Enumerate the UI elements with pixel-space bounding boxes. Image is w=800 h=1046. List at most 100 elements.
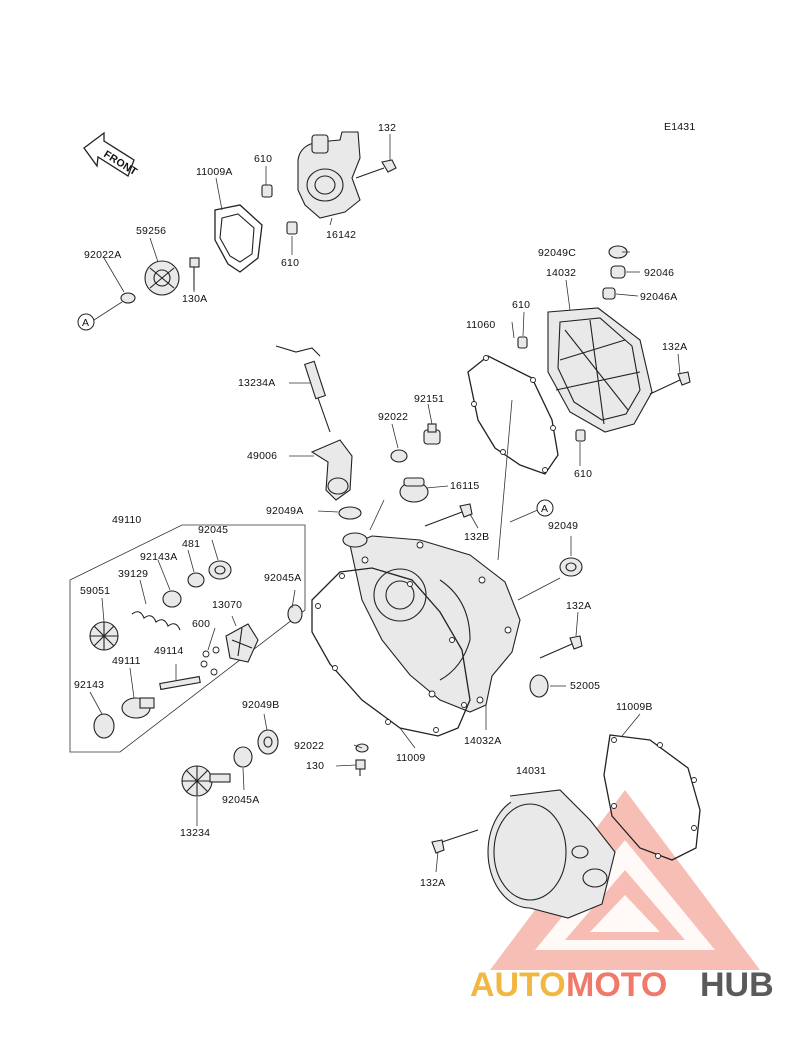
label-52005: 52005 (570, 680, 600, 692)
plug-52005 (529, 674, 549, 698)
label-132A: 132A (566, 600, 591, 612)
bolt-132A-mid (539, 635, 583, 659)
label-130A: 130A (182, 293, 207, 305)
hub-49111 (121, 697, 155, 719)
ref-marker-a-right: A (536, 499, 554, 517)
label-92046A: 92046A (640, 291, 677, 303)
dowel-610c (517, 336, 528, 349)
bolt-132 (355, 159, 397, 179)
label-610: 610 (512, 299, 530, 311)
bolt-132A-bot (431, 829, 479, 854)
water-pump-cover (297, 131, 361, 219)
cap-92046 (610, 265, 626, 279)
label-92049A: 92049A (266, 505, 303, 517)
ref-marker-a-left: A (77, 313, 95, 331)
label-16115: 16115 (450, 480, 479, 492)
gasket-11060 (467, 355, 559, 475)
oring-92049A (338, 506, 362, 520)
shaft-49114 (159, 675, 201, 691)
label-610: 610 (254, 153, 272, 165)
spring-39129 (131, 611, 181, 631)
group-49110 (69, 524, 306, 753)
label-11009B: 11009B (616, 701, 653, 713)
dowel-610a (261, 184, 273, 198)
label-16142: 16142 (326, 229, 356, 241)
label-481: 481 (182, 538, 200, 550)
leader-lines (89, 134, 681, 873)
gasket-11009A (214, 204, 263, 273)
front-arrow-icon: FRONT (83, 131, 140, 178)
bolt-132B (424, 503, 473, 527)
label-92049: 92049 (548, 520, 578, 532)
gasket-11009B (603, 734, 701, 861)
watermark-logo: AUTO MOTO HUB (470, 966, 774, 1004)
svg-text:A: A (541, 503, 548, 515)
bearing-92045 (208, 560, 232, 580)
cap-92046A (602, 287, 616, 300)
seal-92049B (257, 729, 279, 755)
label-92143: 92143 (74, 679, 104, 691)
washer-92022A (120, 292, 136, 304)
label-11009: 11009 (396, 752, 425, 764)
bolt-132A-top (649, 371, 691, 395)
gasket-11009 (311, 567, 471, 737)
bolt-130 (355, 759, 366, 776)
label-92022: 92022 (294, 740, 324, 752)
diagram-code: E1431 (664, 121, 695, 133)
label-11009A: 11009A (196, 166, 233, 178)
washer-92022-top (390, 449, 408, 463)
label-59256: 59256 (136, 225, 166, 237)
cap-16115 (399, 477, 429, 503)
circlip-92143 (93, 713, 115, 739)
label-92045: 92045 (198, 524, 228, 536)
watermark-triangle-icon (490, 790, 760, 970)
watermark-hub: HUB (700, 966, 774, 1004)
label-610: 610 (574, 468, 592, 480)
shaft-13234A (275, 345, 331, 433)
svg-text:A: A (82, 317, 89, 329)
clutch-cover-14032 (547, 307, 653, 433)
balls-600 (200, 646, 220, 676)
generator-cover-14031 (487, 789, 616, 919)
label-11060: 11060 (466, 319, 495, 331)
label-92045A: 92045A (222, 794, 259, 806)
crankcase-cover-14032A (342, 532, 521, 713)
label-13234A: 13234A (238, 377, 275, 389)
label-49110: 49110 (112, 514, 141, 526)
circlip-92143A (162, 590, 182, 608)
label-14031: 14031 (516, 765, 546, 777)
dowel-610d (575, 429, 586, 442)
bolt-130A (189, 257, 200, 290)
label-92022A: 92022A (84, 249, 121, 261)
label-49111: 49111 (112, 655, 141, 667)
label-600: 600 (192, 618, 210, 630)
seal-92049 (559, 557, 583, 577)
label-132B: 132B (464, 531, 489, 543)
label-92022: 92022 (378, 411, 408, 423)
label-92151: 92151 (414, 393, 444, 405)
label-132A: 132A (662, 341, 687, 353)
label-14032: 14032 (546, 267, 576, 279)
plug-92151 (423, 423, 441, 445)
ball-481 (187, 572, 205, 588)
label-13070: 13070 (212, 599, 242, 611)
lever-49006 (310, 439, 353, 501)
label-92045A: 92045A (264, 572, 301, 584)
label-92143A: 92143A (140, 551, 177, 563)
impeller-59256 (144, 260, 180, 296)
label-49006: 49006 (247, 450, 277, 462)
label-13234: 13234 (180, 827, 210, 839)
label-610: 610 (281, 257, 299, 269)
watermark-auto: AUTO (470, 966, 566, 1004)
label-92049B: 92049B (242, 699, 279, 711)
part-labels: 132 11009A 610 16142 610 59256 92022A 13… (74, 122, 687, 889)
label-59051: 59051 (80, 585, 110, 597)
watermark-moto: MOTO (566, 966, 667, 1004)
label-132A: 132A (420, 877, 445, 889)
label-92049C: 92049C (538, 247, 576, 259)
bearing-92045A-bot (233, 746, 253, 768)
label-132: 132 (378, 122, 396, 134)
bearing-92045A-top (287, 604, 303, 624)
label-130: 130 (306, 760, 324, 772)
